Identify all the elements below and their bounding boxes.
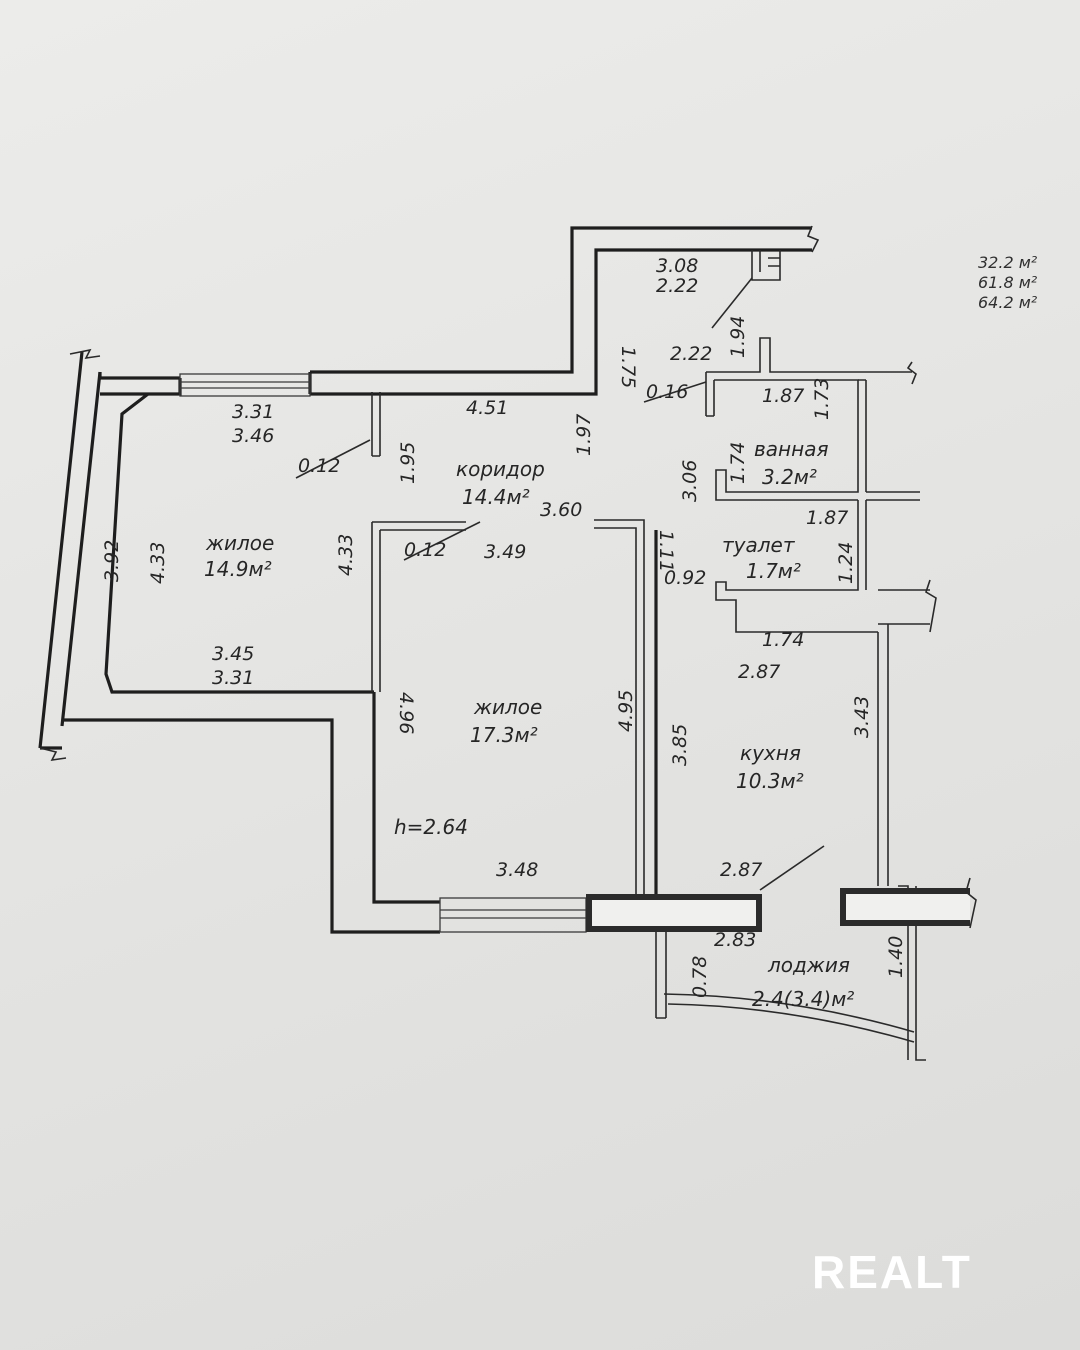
room-name-loggia: лоджия (767, 953, 850, 977)
wall-blocks (586, 888, 970, 932)
room-labels: жилое 14.9м² коридор 14.4м² жилое 17.3м²… (204, 437, 854, 1011)
dim-label: 0.12 (404, 539, 446, 561)
area-totals: 32.2 м² 61.8 м² 64.2 м² (978, 253, 1038, 312)
dim-label: 3.45 (212, 643, 254, 665)
dim-label: 1.73 (811, 378, 833, 420)
dim-label: 2.83 (714, 929, 756, 951)
dim-label: 1.87 (806, 507, 848, 529)
dim-label: 1.74 (762, 629, 804, 651)
dim-label: 4.95 (615, 690, 637, 732)
dim-label: 1.97 (573, 414, 595, 456)
room-name-kitchen: кухня (740, 741, 801, 765)
room-name-toilet: туалет (722, 533, 796, 557)
room-area-corridor: 14.4м² (462, 485, 530, 509)
ceiling-height: h=2.64 (394, 815, 468, 839)
room-area-kitchen: 10.3м² (736, 769, 804, 793)
dimension-labels: 3.08 2.22 2.22 0.16 1.87 3.31 3.46 4.51 … (212, 255, 848, 951)
dim-label: 3.92 (101, 540, 123, 582)
windows (179, 373, 587, 933)
dim-label: 4.33 (147, 542, 169, 584)
watermark-text: REALT (812, 1246, 972, 1298)
dim-label: 3.46 (232, 425, 274, 447)
dim-label: 2.22 (656, 275, 698, 297)
total-general: 61.8 м² (978, 273, 1038, 292)
dim-label: 0.16 (646, 381, 688, 403)
dim-label: 3.08 (656, 255, 698, 277)
room-area-toilet: 1.7м² (746, 559, 801, 583)
leader-lines (295, 381, 825, 891)
dim-label: 1.74 (727, 442, 749, 484)
dim-label: 0.12 (298, 455, 340, 477)
dimension-labels-vertical: 1.75 1.94 1.73 1.97 1.95 3.06 1.74 3.92 … (101, 316, 907, 998)
room-area-loggia: 2.4(3.4)м² (752, 987, 854, 1011)
room-name-bathroom: ванная (754, 437, 828, 461)
room-name-corridor: коридор (456, 457, 545, 481)
total-with-loggia: 64.2 м² (978, 293, 1038, 312)
room-area-living-left: 14.9м² (204, 557, 272, 581)
dim-label: 3.43 (851, 696, 873, 738)
dim-label: 1.75 (617, 346, 639, 388)
dim-label: 4.96 (395, 692, 417, 734)
room-area-bathroom: 3.2м² (762, 465, 817, 489)
duct-icon (711, 250, 781, 329)
dim-label: 3.49 (484, 541, 526, 563)
dim-label: 0.78 (689, 956, 711, 998)
dim-label: 3.48 (496, 859, 538, 881)
dim-label: 3.85 (669, 724, 691, 766)
room-name-living-left: жилое (205, 531, 274, 555)
walls (38, 226, 930, 1061)
dim-label: 4.51 (466, 397, 508, 419)
dim-label: 1.11 (655, 530, 677, 572)
dim-label: 3.31 (212, 667, 254, 689)
dim-label: 1.95 (397, 442, 419, 484)
dim-label: 4.33 (335, 534, 357, 576)
dim-label: 0.92 (664, 567, 706, 589)
realt-watermark-logo: REALT (812, 1246, 972, 1298)
dim-label: 2.87 (720, 859, 762, 881)
dim-label: 1.40 (885, 936, 907, 978)
dim-label: 3.60 (540, 499, 582, 521)
dim-label: 2.22 (670, 343, 712, 365)
dim-label: 3.06 (679, 460, 701, 502)
break-marks (39, 225, 977, 929)
dim-label: 3.31 (232, 401, 274, 423)
dim-label: 1.94 (727, 316, 749, 358)
room-name-living-center: жилое (473, 695, 542, 719)
total-living: 32.2 м² (978, 253, 1038, 272)
dim-label: 1.87 (762, 385, 804, 407)
dim-label: 1.24 (835, 542, 857, 584)
dim-label: 2.87 (738, 661, 780, 683)
room-area-living-center: 17.3м² (470, 723, 538, 747)
